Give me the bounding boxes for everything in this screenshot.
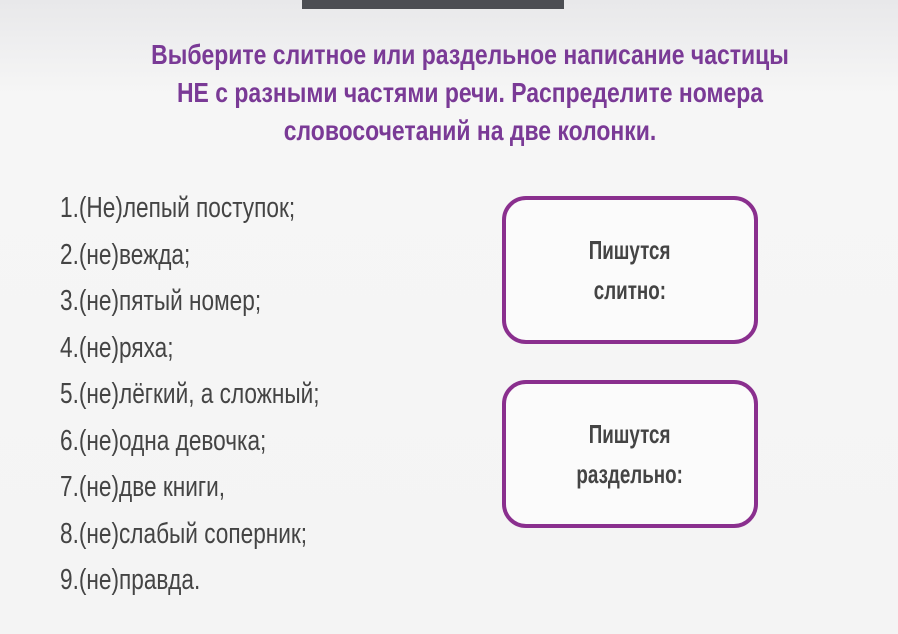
list-item: 8.(не)слабый соперник; [60,517,308,550]
video-control-bar [302,0,564,9]
task-title: Выберите слитное или раздельное написани… [151,39,789,146]
phrase-list: 1.(Не)лепый поступок; 2.(не)вежда; 3.(не… [60,185,320,604]
box-label: раздельно: [576,459,684,489]
list-item: 1.(Не)лепый поступок; [60,192,296,224]
written-separately-box: Пишутся раздельно: [502,380,758,528]
list-item: 9.(не)правда. [60,564,201,596]
list-item: 2.(не)вежда; [60,238,191,271]
written-together-box: Пишутся слитно: [502,196,758,344]
box-label: Пишутся [589,235,671,265]
box-label: слитно: [593,275,667,305]
list-item: 7.(не)две книги, [60,471,226,503]
box-label: Пишутся [589,419,671,449]
list-item: 3.(не)пятый номер; [60,285,262,317]
list-item: 6.(не)одна девочка; [60,424,267,457]
list-item: 5.(не)лёгкий, а сложный; [60,378,320,410]
list-item: 4.(не)ряха; [60,331,174,364]
